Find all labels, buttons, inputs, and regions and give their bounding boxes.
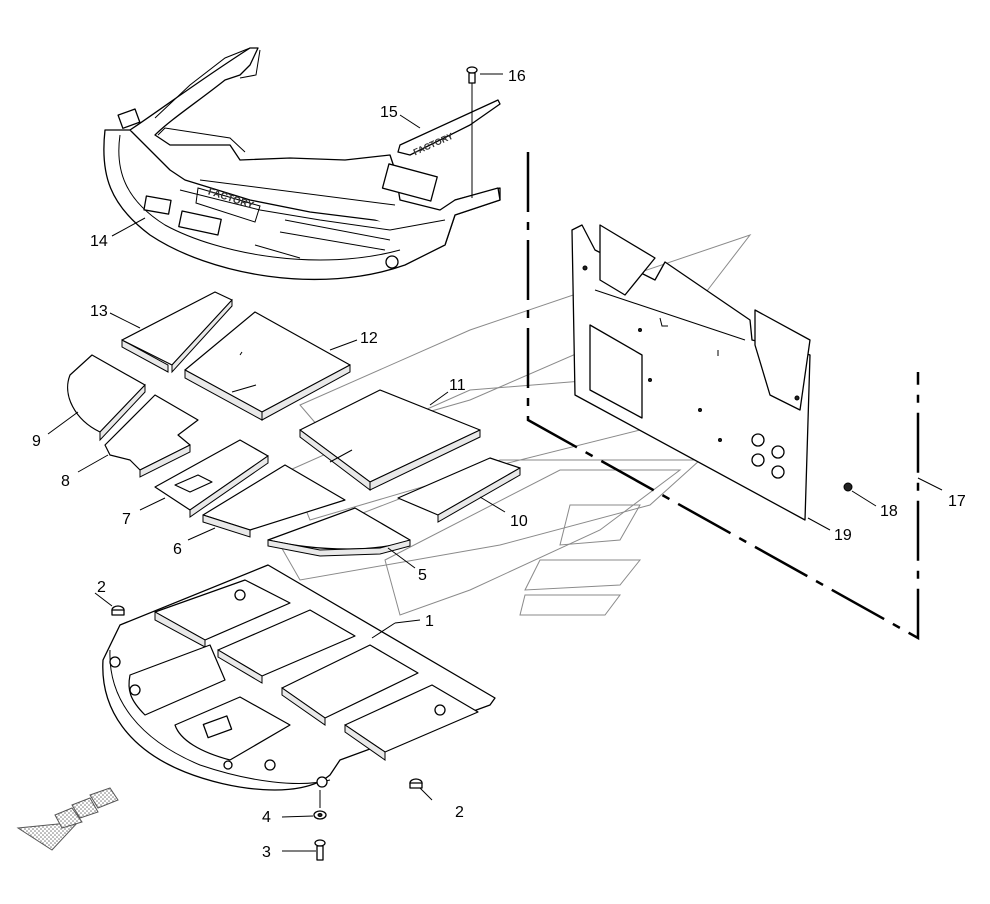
- panel-frame-17: [526, 152, 920, 641]
- leader-13: [109, 312, 141, 329]
- callout-8: 8: [61, 473, 70, 490]
- leader-2b: [419, 787, 433, 801]
- callout-12: 12: [360, 330, 378, 347]
- callout-2: 2: [97, 579, 106, 596]
- leader-6: [187, 527, 216, 541]
- leader-8: [77, 454, 109, 473]
- decal-part: FACTORY: [397, 99, 501, 157]
- leader-14: [111, 217, 146, 237]
- firewall-panel-part: [571, 224, 853, 521]
- hood-cover-part: FACTORY: [103, 47, 501, 281]
- insulation-pad-7: [154, 439, 269, 518]
- leader-5: [387, 547, 416, 569]
- callout-2: 2: [455, 804, 464, 821]
- callout-15: 15: [380, 104, 398, 121]
- callout-14: 14: [90, 233, 108, 250]
- screw-part-16: [466, 66, 478, 198]
- callout-13: 13: [90, 303, 108, 320]
- leader-19: [807, 517, 831, 531]
- callout-9: 9: [32, 433, 41, 450]
- callout-7: 7: [122, 511, 131, 528]
- callout-5: 5: [418, 567, 427, 584]
- leader-18: [851, 490, 877, 507]
- leader-1: [394, 619, 421, 624]
- insulation-pad-8: [104, 394, 199, 478]
- insulation-pad-11: [299, 389, 481, 492]
- nut-part-2a: [111, 605, 125, 616]
- front-direction-arrow-icon: [16, 787, 119, 851]
- callout-18: 18: [880, 503, 898, 520]
- callout-3: 3: [262, 844, 271, 861]
- insulation-pad-13: [121, 291, 233, 374]
- leader-lines: [47, 73, 943, 852]
- base-panel-part: [102, 564, 496, 791]
- leader-9: [47, 411, 79, 435]
- leader-7: [139, 497, 166, 511]
- callout-17: 17: [948, 493, 966, 510]
- leader-2a: [94, 592, 113, 607]
- insulation-pad-6: [202, 464, 346, 538]
- callout-19: 19: [834, 527, 852, 544]
- washer-part-4: [313, 810, 327, 820]
- callout-1: 1: [425, 613, 434, 630]
- insulation-pad-9: [67, 354, 146, 442]
- callout-16: 16: [508, 68, 526, 85]
- leader-12: [329, 339, 358, 351]
- insulation-pad-10: [397, 457, 521, 523]
- leader-15: [399, 114, 421, 129]
- insulation-pad-12: [184, 311, 351, 421]
- leader-17: [917, 477, 943, 491]
- callout-4: 4: [262, 809, 271, 826]
- screw-part-3: [314, 790, 326, 861]
- callout-6: 6: [173, 541, 182, 558]
- callout-11: 11: [449, 377, 466, 394]
- leader-10: [479, 496, 506, 513]
- insulation-pad-5: [267, 507, 411, 557]
- callout-labels: 1 2 2 3 4 5 6 7 8 9 10 11 12 13 14 15 16…: [32, 68, 966, 861]
- nut-part-2b: [409, 778, 423, 789]
- leader-11: [429, 391, 449, 406]
- leader-4: [281, 815, 314, 818]
- callout-10: 10: [510, 513, 528, 530]
